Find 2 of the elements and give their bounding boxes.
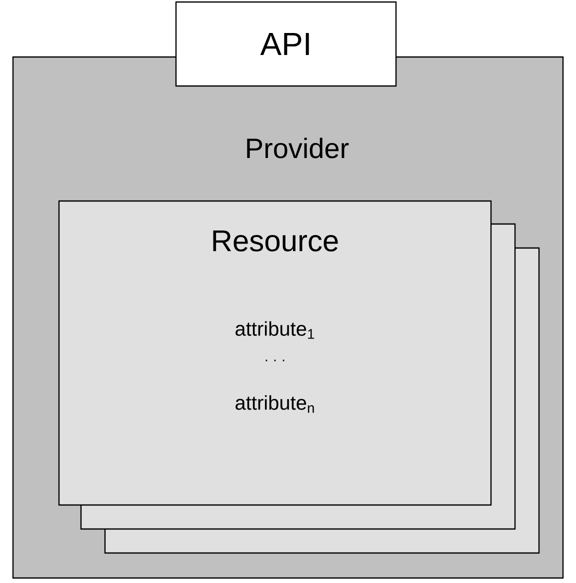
resource-card: Resource attribute$_{1}$ · · · attribute$_{n}$ <box>58 200 492 506</box>
api-box: API <box>175 1 397 87</box>
